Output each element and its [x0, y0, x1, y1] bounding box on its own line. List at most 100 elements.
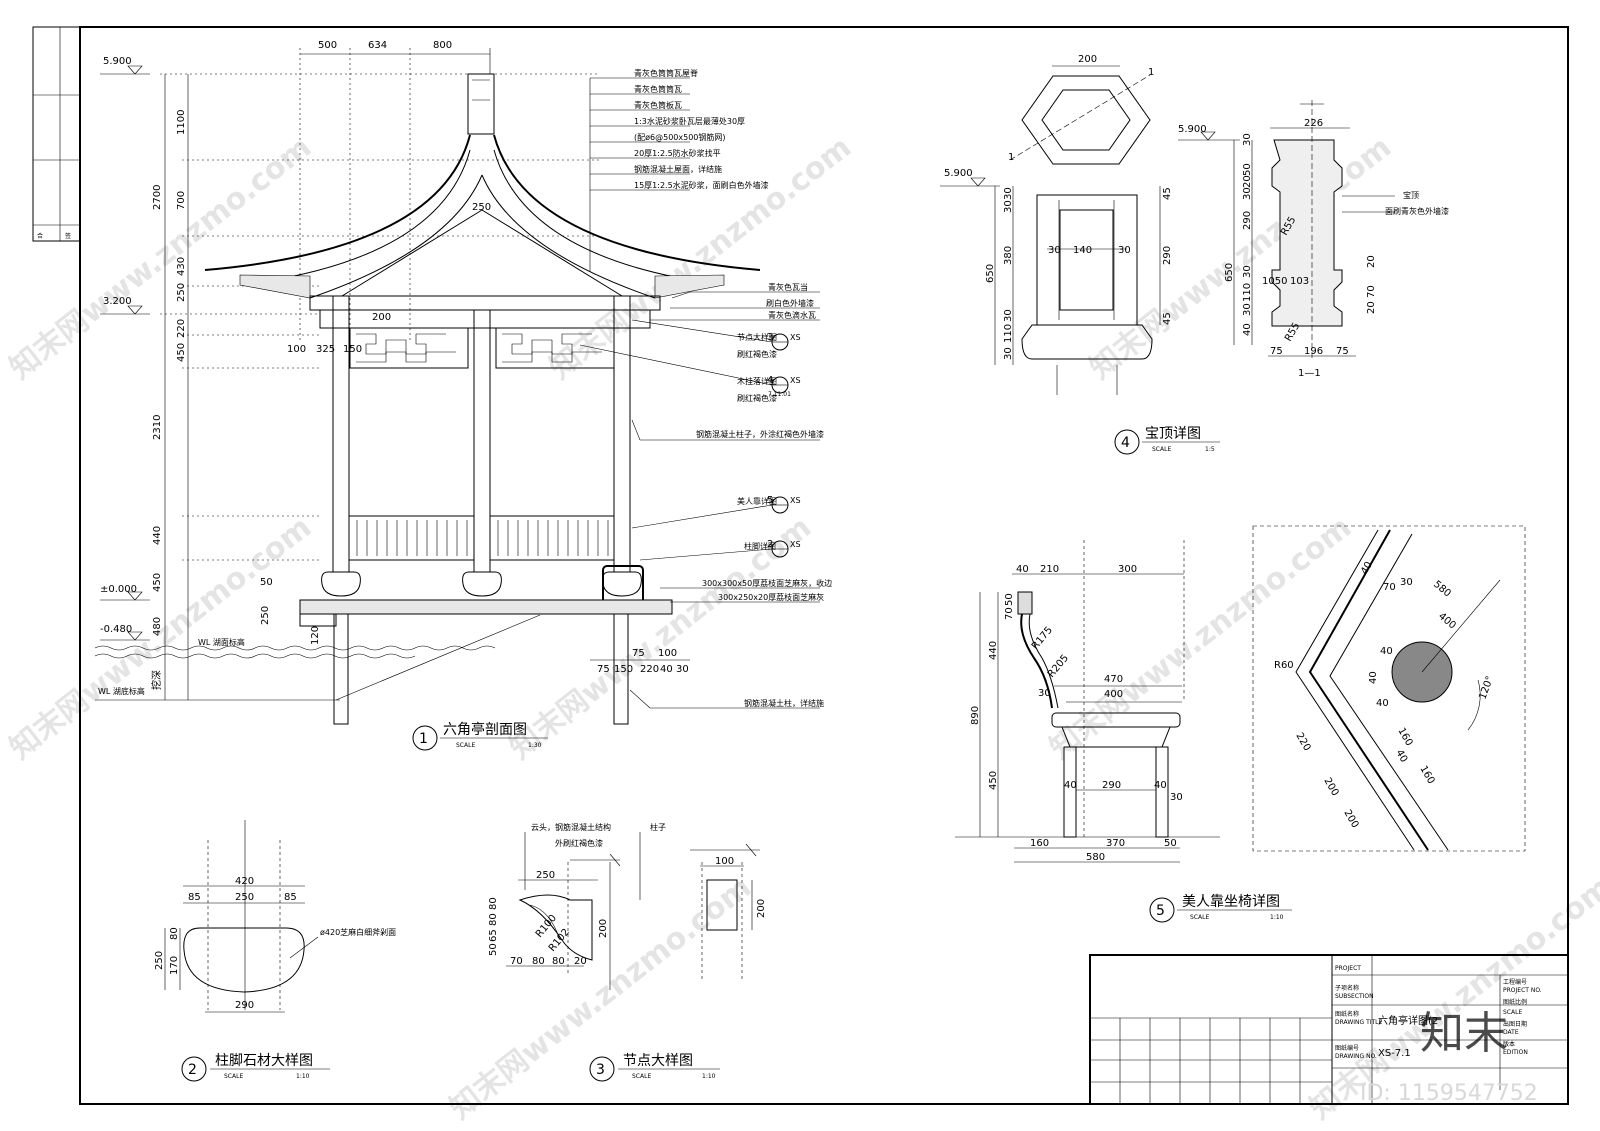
- dim: 290: [235, 1000, 254, 1011]
- svg-text:1:10: 1:10: [296, 1073, 310, 1080]
- svg-text:六角亭剖面图: 六角亭剖面图: [443, 721, 527, 738]
- dim: 85: [188, 892, 201, 903]
- dim: 65: [488, 929, 499, 942]
- note: 外刷红褐色漆: [555, 838, 603, 848]
- svg-text:7.11.01: 7.11.01: [768, 391, 791, 398]
- dim: 250: [235, 892, 254, 903]
- dim: 80: [552, 956, 565, 967]
- dim-inner: 200: [372, 312, 391, 323]
- roof-note: 1:3水泥砂浆卧瓦层最薄处30厚: [634, 116, 745, 126]
- tb-label: 出图日期: [1503, 1020, 1527, 1028]
- dim: 170: [169, 956, 180, 975]
- roof-note: 青灰色筒板瓦: [634, 100, 682, 110]
- level-marker: 5.900: [1178, 124, 1240, 141]
- dim: 300: [1118, 564, 1137, 575]
- ref-tag-4: 4 XS 7.11.01: [767, 375, 801, 398]
- detail-title-5: 5 美人靠坐椅详图 SCALE 1:10: [1149, 894, 1292, 923]
- dim-inner: 75: [597, 664, 610, 675]
- dim: 100: [715, 856, 734, 867]
- tb-label: 子项名称: [1335, 984, 1359, 992]
- dim: 226: [1304, 118, 1323, 129]
- watermark: 知末网www.znzmo.com: [3, 510, 318, 767]
- detail-1-section: 500 634 800 5.900 3.200 ±0.000 -0.480: [94, 40, 832, 751]
- svg-text:XS: XS: [790, 540, 801, 549]
- dim: 70: [1383, 582, 1396, 593]
- dim-left: 480: [152, 617, 163, 636]
- roof-finial: [467, 73, 495, 135]
- dim: 420: [235, 876, 254, 887]
- svg-text:柱脚石材大样图: 柱脚石材大样图: [215, 1053, 313, 1069]
- dim-inner: 100: [287, 344, 306, 355]
- dim: 1050: [1262, 276, 1287, 287]
- roof-hatch-right: [654, 274, 725, 299]
- dim: 70: [1366, 285, 1377, 298]
- svg-text:钢筋混凝土柱子，外涂红褐色外墙漆: 钢筋混凝土柱子，外涂红褐色外墙漆: [696, 429, 824, 439]
- cloud-head: [518, 894, 593, 961]
- dim: 30: [1242, 303, 1253, 316]
- railing: [348, 515, 615, 561]
- dim: 20: [1366, 301, 1377, 314]
- svg-text:美人靠坐椅详图: 美人靠坐椅详图: [1182, 894, 1280, 910]
- dim: 50: [1004, 593, 1015, 606]
- watermark: 知末网www.znzmo.com: [1083, 130, 1398, 387]
- svg-text:青灰色滴水瓦: 青灰色滴水瓦: [768, 310, 816, 320]
- svg-text:刷白色外墙漆: 刷白色外墙漆: [766, 298, 814, 308]
- roof-note: 青灰色筒筒瓦: [634, 84, 682, 94]
- svg-text:XS: XS: [790, 376, 801, 385]
- dim-top: 634: [368, 40, 387, 51]
- dim-inner: 325: [316, 344, 335, 355]
- dim: R175: [1030, 625, 1055, 652]
- svg-text:刷红褐色漆: 刷红褐色漆: [737, 349, 777, 359]
- dim-inner: 100: [658, 648, 677, 659]
- tb-label: 图纸名称: [1335, 1010, 1359, 1018]
- dim: 200: [1321, 776, 1340, 798]
- bench-backrest-top: [1017, 591, 1033, 615]
- svg-text:SCALE: SCALE: [1152, 446, 1171, 453]
- dim-inner: 40: [660, 664, 673, 675]
- svg-text:1:30: 1:30: [528, 742, 542, 749]
- svg-text:4: 4: [1121, 435, 1130, 451]
- svg-text:3.200: 3.200: [103, 296, 132, 307]
- dim: 75: [1270, 346, 1283, 357]
- svg-text:5: 5: [767, 495, 773, 506]
- dim: R205: [1046, 653, 1071, 680]
- drawing-title: 六角亭详图(2: [1378, 1014, 1438, 1027]
- dim: 160: [1030, 838, 1049, 849]
- watermark: 知末网www.znzmo.com: [1043, 510, 1358, 767]
- dim: 20: [1242, 175, 1253, 188]
- dim: 50: [488, 943, 499, 956]
- finial-elevation: [1036, 194, 1138, 326]
- svg-text:5.900: 5.900: [1178, 124, 1207, 135]
- dim-left: 2310: [152, 415, 163, 440]
- dim: 110: [1242, 283, 1253, 302]
- dim: 30: [1003, 200, 1014, 213]
- dim: 70: [510, 956, 523, 967]
- dim: 400: [1104, 689, 1123, 700]
- level-marker: 3.200: [100, 296, 150, 315]
- note: 云头，钢筋混凝土结构: [531, 822, 611, 832]
- dim: 40: [1393, 748, 1409, 765]
- svg-text:节点大样图: 节点大样图: [623, 1053, 693, 1069]
- svg-text:5.900: 5.900: [944, 168, 973, 179]
- dim: 30: [1242, 187, 1253, 200]
- roof-note: 钢筋混凝土屋面，详结施: [634, 164, 722, 174]
- tb-label: 工程编号: [1503, 978, 1527, 986]
- svg-text:青灰色瓦当: 青灰色瓦当: [768, 282, 808, 292]
- tb-label: 图纸比例: [1503, 998, 1527, 1006]
- dim: 120°: [1477, 675, 1496, 701]
- dim: 650: [1224, 263, 1235, 282]
- svg-text:1: 1: [419, 731, 428, 747]
- dim-top: 500: [318, 40, 337, 51]
- dim: R60: [1274, 660, 1294, 671]
- dim: 75: [1336, 346, 1349, 357]
- water-level-label: WL 湖面标高: [198, 637, 245, 647]
- dim: 80: [488, 913, 499, 926]
- right-notes: 青灰色瓦当 刷白色外墙漆 青灰色滴水瓦 节点大样图 刷红褐色漆 木挂落详图 刷红…: [579, 282, 832, 709]
- dim: 30: [1003, 347, 1014, 360]
- dim: 890: [970, 706, 981, 725]
- svg-text:5: 5: [1156, 903, 1165, 919]
- detail-title-2: 2 柱脚石材大样图 SCALE 1:10: [181, 1053, 330, 1082]
- finial-plan-hex: [1021, 75, 1151, 165]
- dim: 20: [574, 956, 587, 967]
